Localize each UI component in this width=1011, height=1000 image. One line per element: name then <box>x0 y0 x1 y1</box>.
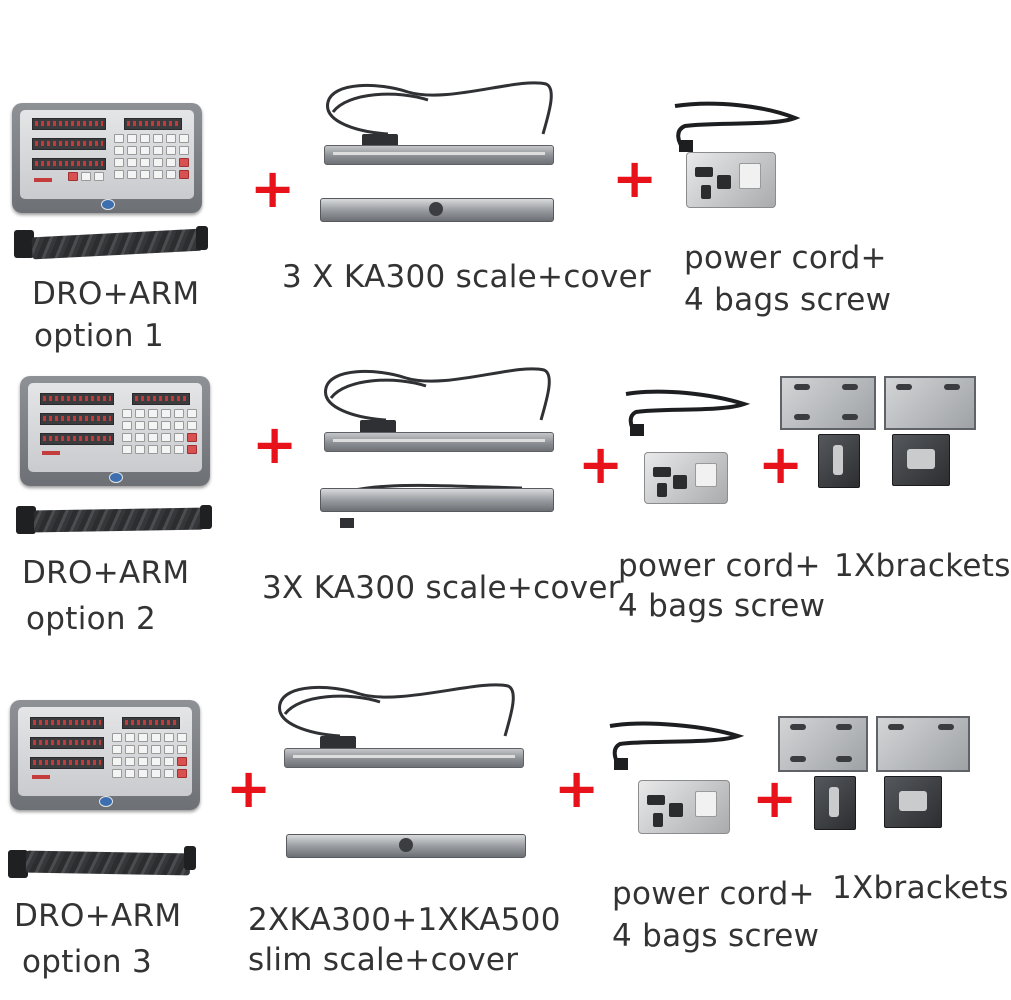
dro-console-icon <box>10 700 200 810</box>
plus-sign: + <box>226 757 272 820</box>
power-cord-icon <box>674 101 801 152</box>
scale-cover-icon <box>320 488 554 512</box>
bracket-icon <box>780 376 876 430</box>
screw-label: 4 bags screw <box>612 918 820 954</box>
dro-console-icon <box>12 103 202 213</box>
linear-scale-icon <box>284 748 524 768</box>
scale-label: 3X KA300 scale+cover <box>262 570 621 606</box>
screw-bag-icon <box>686 152 776 208</box>
bracket-icon <box>814 776 856 830</box>
bracket-icon <box>778 716 868 772</box>
arm-end-icon <box>196 226 208 250</box>
plus-sign: + <box>554 757 600 820</box>
linear-scale-icon <box>324 145 554 165</box>
plus-sign: + <box>752 767 798 830</box>
dro-label: DRO+ARM <box>32 276 200 312</box>
power-cord-icon <box>609 721 745 770</box>
power-cord-icon <box>625 389 751 436</box>
plus-sign: + <box>578 433 624 496</box>
screw-bag-icon <box>644 452 728 504</box>
bracket-label: 1Xbrackets <box>832 870 1009 906</box>
read-head-icon <box>360 420 396 434</box>
linear-scale-icon <box>324 432 554 452</box>
arm-end-icon <box>200 505 212 529</box>
arm-cable-icon <box>33 507 205 533</box>
bracket-icon <box>884 376 976 430</box>
scale-cable-icon <box>324 367 551 422</box>
plus-sign: + <box>252 413 298 476</box>
scale-cable-icon <box>326 81 553 136</box>
read-head-icon <box>320 736 356 750</box>
screw-label: 4 bags screw <box>618 588 826 624</box>
scale-label: 3 X KA300 scale+cover <box>282 259 652 295</box>
dro-label: DRO+ARM <box>22 555 190 591</box>
cord-label: power cord+ <box>618 548 821 584</box>
dro-console-icon <box>20 376 210 486</box>
bracket-icon <box>818 434 860 488</box>
arm-cable-icon <box>25 850 191 876</box>
plus-sign: + <box>758 433 804 496</box>
read-head-icon <box>362 134 398 148</box>
option-label: option 3 <box>22 944 153 980</box>
scale-label: slim scale+cover <box>248 942 519 978</box>
cord-label: power cord+ <box>684 240 887 276</box>
scale-label: 2XKA300+1XKA500 <box>248 902 561 938</box>
arm-cable-icon <box>31 228 203 260</box>
screw-bag-icon <box>638 780 730 834</box>
dro-label: DRO+ARM <box>14 898 182 934</box>
screw-label: 4 bags screw <box>684 282 892 318</box>
scale-cable-icon <box>278 683 515 738</box>
option-label: option 2 <box>26 601 157 637</box>
bracket-icon <box>876 716 970 772</box>
bracket-icon <box>884 776 942 828</box>
option-label: option 1 <box>34 318 165 354</box>
plus-sign: + <box>250 157 296 220</box>
arm-connector-icon <box>14 230 34 258</box>
scale-cover-icon <box>320 198 554 222</box>
bracket-label: 1Xbrackets <box>834 548 1011 584</box>
scale-cover-icon <box>286 834 526 858</box>
arm-connector-icon <box>8 850 28 878</box>
plus-sign: + <box>612 147 658 210</box>
arm-end-icon <box>184 846 196 870</box>
bracket-icon <box>892 434 950 486</box>
cord-label: power cord+ <box>612 876 815 912</box>
arm-connector-icon <box>16 506 36 534</box>
